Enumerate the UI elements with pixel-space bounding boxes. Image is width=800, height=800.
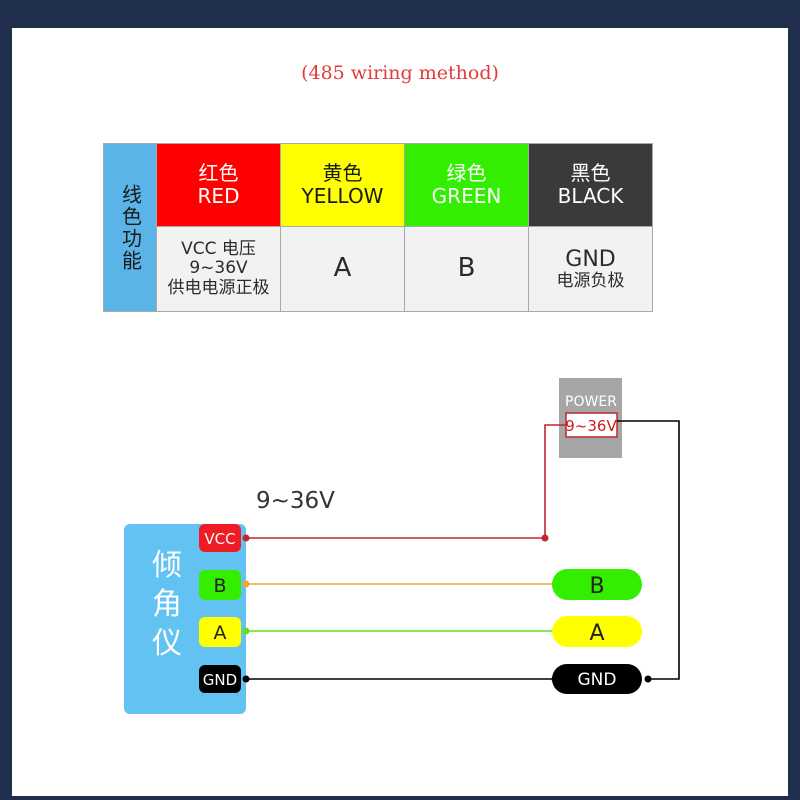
function-cell-b: B: [404, 226, 529, 312]
terminal-b-label: B: [589, 574, 604, 599]
pin-a-label: A: [214, 622, 227, 644]
color-en: YELLOW: [301, 184, 384, 208]
function-line1: GND: [565, 246, 616, 272]
dot-vcc-bend: [541, 534, 549, 542]
color-cn: 黄色: [322, 161, 363, 185]
voltage-label: 9~36V: [256, 488, 335, 514]
wire-color-table: 线色功能 红色 RED 黄色 YELLOW 绿色 GREEN 黑色 BLACK …: [103, 143, 653, 312]
terminal-a: [552, 616, 642, 647]
color-cn: 绿色: [446, 161, 487, 185]
terminal-gnd: [552, 664, 642, 694]
function-line2: 电源负极: [556, 270, 625, 291]
dot-vcc-start: [242, 534, 250, 542]
terminal-gnd-label: GND: [578, 670, 617, 690]
pin-b-label: B: [213, 575, 226, 597]
dot-a-start: [242, 627, 250, 635]
power-range: 9~36V: [565, 417, 617, 435]
function-line1: A: [333, 253, 352, 284]
dot-gnd-start: [242, 675, 250, 683]
color-cell-yellow: 黄色 YELLOW: [280, 143, 405, 227]
function-cell-vcc: VCC 电压9~36V 供电电源正极: [156, 226, 281, 312]
row-header: 线色功能: [103, 143, 157, 312]
power-title: POWER: [565, 394, 617, 410]
pin-a: [199, 617, 241, 647]
function-line2: 供电电源正极: [167, 277, 270, 298]
color-en: RED: [197, 184, 240, 208]
dot-b-start: [242, 580, 250, 588]
color-cn: 黑色: [570, 161, 611, 185]
dot-gnd-return: [644, 675, 652, 683]
diagram-caption: (485 wiring method): [301, 62, 499, 84]
color-cn: 红色: [198, 161, 239, 185]
pin-gnd-label: GND: [203, 671, 237, 689]
wire-vcc: [246, 424, 566, 539]
function-line1: B: [457, 253, 476, 284]
color-cell-black: 黑色 BLACK: [528, 143, 653, 227]
color-cell-red: 红色 RED: [156, 143, 281, 227]
function-line1: VCC 电压9~36V: [181, 238, 256, 279]
color-en: GREEN: [431, 184, 502, 208]
pin-gnd: [199, 665, 241, 693]
function-cell-gnd: GND 电源负极: [528, 226, 653, 312]
color-cell-green: 绿色 GREEN: [404, 143, 529, 227]
device-label-2: 角: [152, 587, 182, 622]
pin-vcc: [199, 524, 241, 552]
device-label-3: 仪: [152, 626, 182, 661]
function-cell-a: A: [280, 226, 405, 312]
color-en: BLACK: [557, 184, 624, 208]
wire-power-return: [617, 420, 680, 680]
terminal-a-label: A: [589, 621, 604, 646]
device-label-1: 倾: [152, 548, 182, 583]
pin-b: [199, 570, 241, 600]
terminal-b: [552, 569, 642, 600]
pin-vcc-label: VCC: [204, 530, 235, 548]
